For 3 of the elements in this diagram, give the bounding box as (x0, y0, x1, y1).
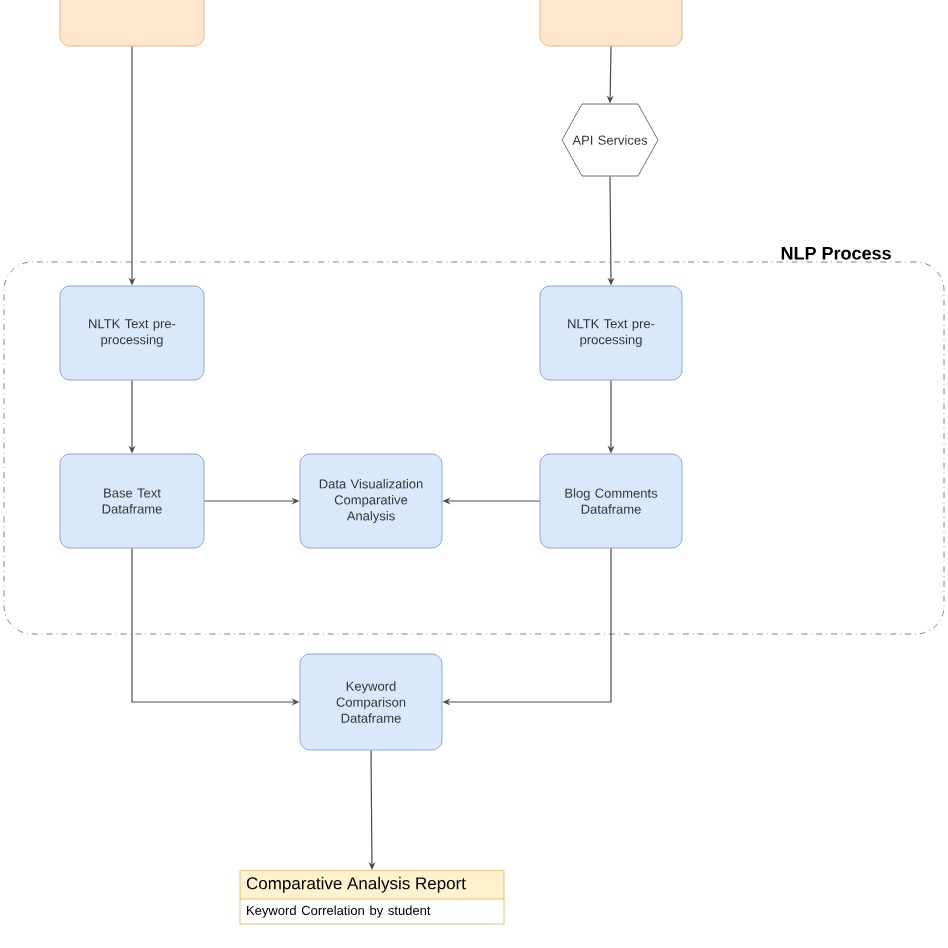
source-box (59, 0, 205, 47)
node-label: NLP Process (781, 247, 891, 260)
source-box (539, 0, 683, 47)
